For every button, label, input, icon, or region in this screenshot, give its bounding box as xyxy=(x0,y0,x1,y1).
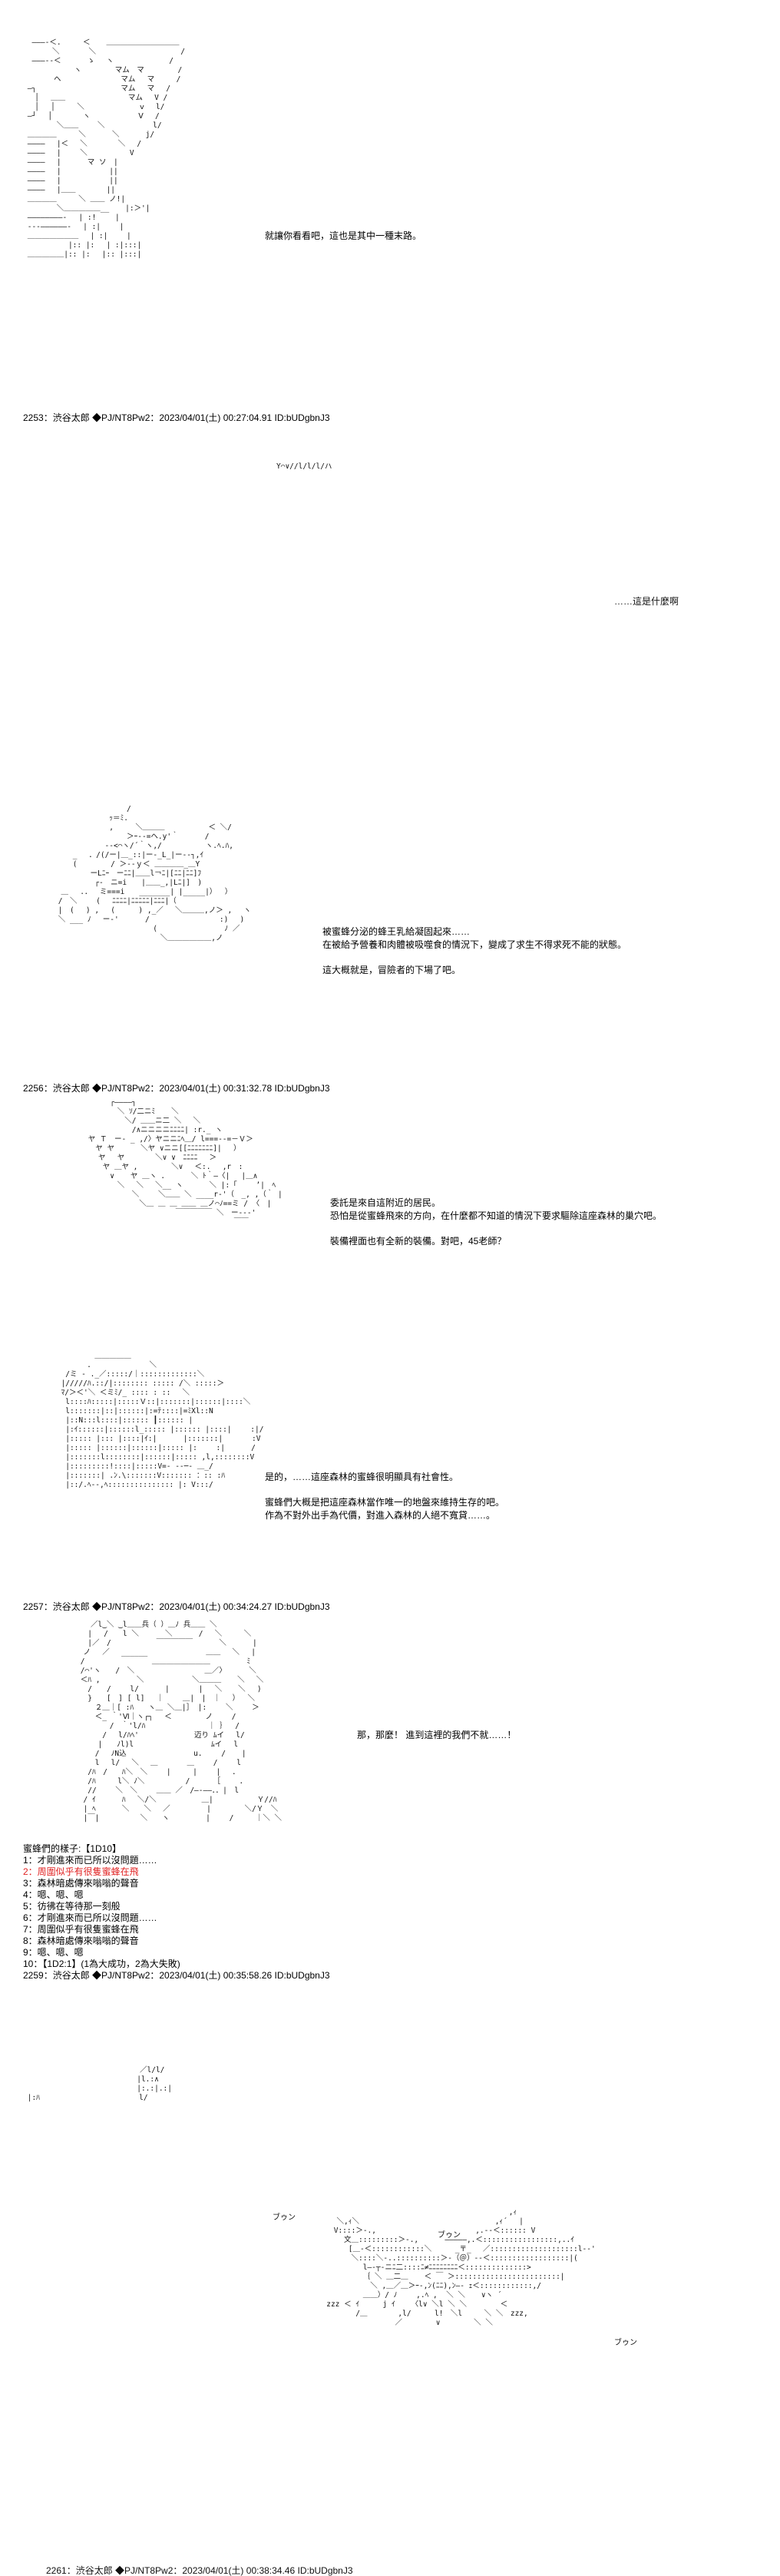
ascii-art-figure-4: ＿＿＿＿＿ ． ＼ /ミ ‐ ._／:::::/｜:::::::::::::＼ … xyxy=(61,1352,264,1489)
dialogue-line: 蜜蜂們大概是把這座森林當作唯一的地盤來維持生存的吧。 xyxy=(265,1497,505,1508)
dialogue-line: 是的，……這座森林的蜜蜂很明顯具有社會性。 xyxy=(265,1472,459,1482)
dialogue-line: 委託是來自這附近的居民。 xyxy=(330,1197,441,1208)
dialogue-block: 是的，……這座森林的蜜蜂很明顯具有社會性。 蜜蜂們大概是把這座森林當作唯一的地盤… xyxy=(265,1471,504,1522)
choice-item-4: 4：嗯、嗯、嗯 xyxy=(23,1889,84,1900)
ascii-art-figure-3: ┌――――┐ ＼ ｿ/二ニﾐ ＼ ＼/ ＿＿ニ二 ＼ ＼ /∧ニニニニﾆﾆﾆﾆ|… xyxy=(88,1098,283,1227)
post-2259: ／l‿＼ ‿l＿＿兵（ ）＿ﾉ 兵＿＿ ＼ | / l ＼ ＼ / ＼ ＼ |／… xyxy=(0,1621,780,1982)
ascii-art-figure-6: ／l/l/ |l.:∧ |:.:|.:| |:ﾊ l/ ,ｨ ＼,ｨ＼ ,ｨ´ … xyxy=(27,2066,637,2576)
choice-item-9: 9：嗯、嗯、嗯 xyxy=(23,1947,84,1958)
post-2253: ―――‐＜. ＜ ＿＿＿＿＿＿＿＿＿＿ ＼ ＼ / ―――‐‐＜ ゝ ヽ / ヽ… xyxy=(0,0,780,430)
post-2261: ／l/l/ |l.:∧ |:.:|.:| |:ﾊ l/ ,ｨ ＼,ｨ＼ ,ｨ´ … xyxy=(0,1982,780,2576)
choice-item-6: 6：才剛進來而已所以沒問題…… xyxy=(23,1912,157,1923)
dialogue-line: 被蜜蜂分泌的蜂王乳給凝固起來…… xyxy=(322,926,471,937)
sound-effect: ブゥン xyxy=(438,2231,461,2240)
dialogue-block: 就讓你看看吧，這也是其中一種末路。 xyxy=(265,230,421,243)
dialogue-line: 就讓你看看吧，這也是其中一種末路。 xyxy=(265,230,422,241)
choice-item-3: 3：森林暗處傳來嗡嗡的聲音 xyxy=(23,1878,139,1889)
choice-item-7: 7：周圍似乎有很隻蜜蜂在飛 xyxy=(23,1924,139,1935)
choice-list: 蜜蜂們的樣子:【1D10】 1：才剛進來而已所以沒問題…… 2：周圍似乎有很隻蜜… xyxy=(23,1843,180,1970)
dialogue-block: 委託是來自這附近的居民。 恐怕是從蜜蜂飛來的方向，在什麼都不知道的情況下要求驅除… xyxy=(330,1197,662,1248)
dialogue-line: 在被給予營養和肉體被吸噬食的情況下，變成了求生不得求死不能的狀態。 xyxy=(322,939,627,950)
dialogue-line: 作為不對外出手為代價，對進入森林的人絕不寬貸……。 xyxy=(265,1510,496,1521)
dialogue-block: 被蜜蜂分泌的蜂王乳給凝固起來…… 在被給予營養和肉體被吸噬食的情況下，變成了求生… xyxy=(322,925,626,977)
post-meta: 2257：渋谷太郎 ◆PJ/NT8Pw2：2023/04/01(土) 00:34… xyxy=(23,1601,330,1612)
ascii-art-figure-2: / ｯ＝ﾐ. , ＼＿＿＿ ＜ ＼/ ＞ｰ-‐=ヘ.y'｀ / -‐<⌒ヽ/´｀… xyxy=(58,805,251,942)
dialogue-line: 裝備裡面也有全新的裝備。對吧，45老師？ xyxy=(330,1236,507,1247)
choice-item-8: 8：森林暗處傳來嗡嗡的聲音 xyxy=(23,1935,139,1946)
post-meta: 2256：渋谷太郎 ◆PJ/NT8Pw2：2023/04/01(土) 00:31… xyxy=(23,1083,330,1094)
dialogue-inline: 那，那麼！ 進到這裡的我們不就……！ xyxy=(357,1730,517,1740)
choice-title: 蜜蜂們的樣子:【1D10】 xyxy=(23,1843,122,1854)
ascii-art-figure-5: ／l‿＼ ‿l＿＿兵（ ）＿ﾉ 兵＿＿ ＼ | / l ＼ ＼ / ＼ ＼ |／… xyxy=(80,1621,283,1823)
dialogue-inline: ……這是什麼啊 xyxy=(614,596,679,607)
choice-item-5: 5：彷彿在等待那一刻般 xyxy=(23,1901,121,1912)
ascii-art-bee: ,ｨ ＼,ｨ＼ ,ｨ´ | V::::＞-., ,.-‐＜:::::: V 文＿… xyxy=(326,2208,596,2327)
dialogue-line: 恐怕是從蜜蜂飛來的方向，在什麼都不知道的情況下要求驅除這座森林的巢穴吧。 xyxy=(330,1210,663,1221)
choice-item-1: 1：才剛進來而已所以沒問題…… xyxy=(23,1855,157,1866)
ascii-art-monster: Y⌒∨//l/l/l/ハ ……這是什麼啊 xyxy=(276,462,679,607)
choice-item-10: 10：【1D2:1】(1為大成功，2為大失敗) xyxy=(23,1958,180,1969)
post-2256: / ｯ＝ﾐ. , ＼＿＿＿ ＜ ＼/ ＞ｰ-‐=ヘ.y'｀ / -‐<⌒ヽ/´｀… xyxy=(0,799,780,1098)
post-2257: ＿＿＿＿＿ ． ＼ /ミ ‐ ._／:::::/｜:::::::::::::＼ … xyxy=(0,1321,780,1621)
post-meta: 2253：渋谷太郎 ◆PJ/NT8Pw2：2023/04/01(土) 00:27… xyxy=(23,412,330,423)
sound-effect: ブゥン xyxy=(273,2213,296,2222)
post-request: ┌――――┐ ＼ ｿ/二ニﾐ ＼ ＼/ ＿＿ニ二 ＼ ＼ /∧ニニニニﾆﾆﾆﾆ|… xyxy=(0,1098,780,1321)
post-monster-scene: Y⌒∨//l/l/l/ハ ……這是什麼啊 xyxy=(0,430,780,799)
choice-item-2-highlighted: 2：周圍似乎有很隻蜜蜂在飛 xyxy=(23,1866,139,1877)
post-meta: 2259：渋谷太郎 ◆PJ/NT8Pw2：2023/04/01(土) 00:35… xyxy=(23,1970,330,1981)
sound-effect: ブゥン xyxy=(614,2339,637,2347)
dialogue-line: 這大概就是，冒險者的下場了吧。 xyxy=(322,965,461,975)
ascii-art-figure-1: ―――‐＜. ＜ ＿＿＿＿＿＿＿＿＿＿ ＼ ＼ / ―――‐‐＜ ゝ ヽ / ヽ… xyxy=(27,38,185,259)
post-meta: 2261：渋谷太郎 ◆PJ/NT8Pw2：2023/04/01(土) 00:38… xyxy=(46,2565,353,2576)
